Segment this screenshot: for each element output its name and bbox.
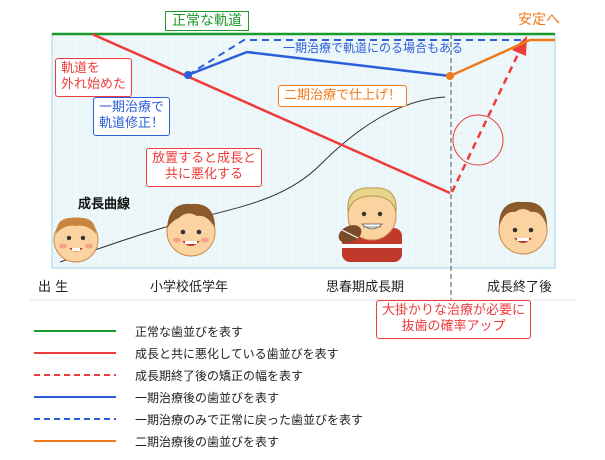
worsening-line (91, 32, 451, 195)
stage-elementary: 小学校低学年 (150, 280, 229, 295)
correction-width-line (450, 49, 522, 193)
highlight-circle (452, 114, 504, 166)
stage-growth-end: 成長終了後 (487, 280, 553, 295)
teen-face (338, 187, 402, 262)
legend-swatch (34, 418, 116, 420)
legend-swatch (34, 374, 116, 376)
child-face (166, 203, 216, 257)
legend-swatch (34, 396, 116, 398)
phase2-line (449, 38, 555, 78)
legend-row: 二期治療後の歯並びを表す (30, 432, 590, 450)
legend-label: 一期治療後の歯並びを表す (135, 391, 280, 405)
legend-label: 一期治療のみで正常に戻った歯並びを表す (135, 413, 364, 427)
legend-label: 二期治療後の歯並びを表す (135, 435, 280, 449)
adult-face (498, 201, 548, 255)
legend-swatch (34, 330, 116, 332)
neglect-line-2: 共に悪化する (165, 167, 244, 183)
neglect-callout: 放置すると成長と 共に悪化する (146, 148, 263, 187)
off-track-line-2: 外れ始めた (61, 77, 127, 93)
legend-row: 一期治療のみで正常に戻った歯並びを表す (30, 410, 590, 428)
legend-label: 成長期終了後の矯正の幅を表す (135, 369, 304, 383)
baby-face (53, 217, 99, 263)
off-track-callout: 軌道を 外れ始めた (55, 58, 133, 97)
legend-row: 一期治療後の歯並びを表す (30, 388, 590, 406)
stage-puberty: 思春期成長期 (326, 280, 405, 295)
phase1-fix-line-2: 軌道修正！ (99, 116, 165, 132)
legend-swatch (34, 440, 116, 442)
legend-label: 成長と共に悪化している歯並びを表す (135, 347, 339, 361)
major-treatment-line-1: 大掛かりな治療が必要に (382, 303, 526, 318)
legend-label: 正常な歯並びを表す (135, 325, 244, 339)
phase1-return-label: 一期治療で軌道にのる場合もある (283, 41, 464, 55)
normal-track-label: 正常な軌道 (165, 11, 249, 32)
legend-row: 成長期終了後の矯正の幅を表す (30, 366, 590, 384)
legend-row: 正常な歯並びを表す (30, 322, 590, 340)
phase1-return-line (187, 39, 525, 76)
legend-swatch (34, 352, 116, 354)
chart-panel (51, 33, 556, 269)
major-treatment-callout: 大掛かりな治療が必要に 抜歯の確率アップ (376, 300, 532, 339)
phase1-line (187, 50, 451, 78)
phase1-point (184, 71, 192, 79)
off-track-line-1: 軌道を (61, 61, 101, 76)
stage-birth: 出 生 (38, 280, 69, 295)
growth-curve (59, 96, 446, 263)
stable-label: 安定へ (518, 12, 560, 28)
major-treatment-line-2: 抜歯の確率アップ (401, 319, 506, 335)
phase2-finish-callout: 二期治療で仕上げ！ (278, 85, 408, 108)
phase1-fix-callout: 一期治療で 軌道修正！ (93, 97, 171, 136)
phase1-fix-line-1: 一期治療で (99, 100, 165, 115)
legend-row: 成長と共に悪化している歯並びを表す (30, 344, 590, 362)
neglect-line-1: 放置すると成長と (152, 151, 257, 166)
phase2-point (446, 72, 454, 80)
growth-curve-label: 成長曲線 (78, 197, 131, 212)
